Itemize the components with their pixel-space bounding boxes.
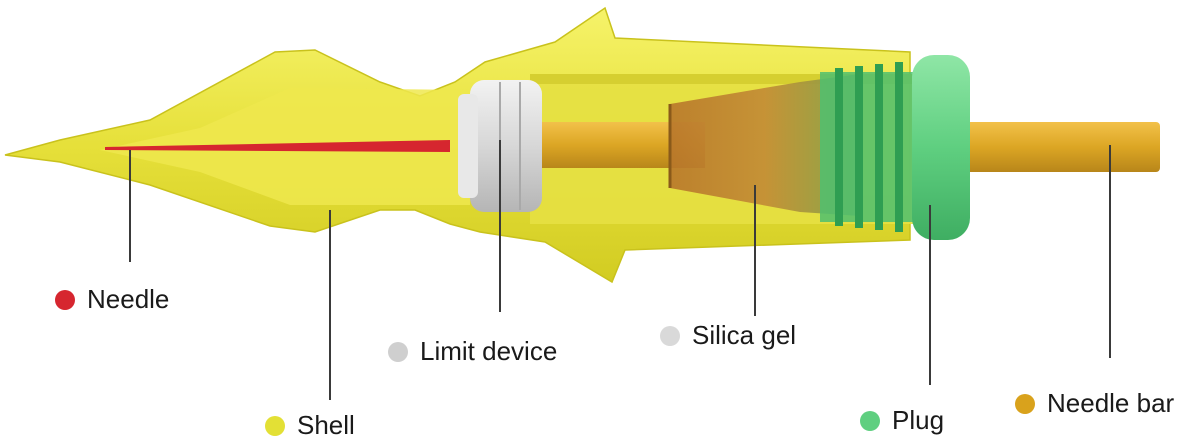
- limit-device: [458, 80, 542, 212]
- needle-label-group: Needle: [55, 284, 169, 315]
- plug-label: Plug: [892, 405, 945, 435]
- needle-bar-label: Needle bar: [1047, 388, 1175, 418]
- limit-device-label-group: Limit device: [388, 336, 557, 367]
- gray-dot-icon: [660, 325, 680, 346]
- orange-dot-icon: [1015, 393, 1035, 414]
- needle-label: Needle: [87, 284, 170, 314]
- gray-dot-icon: [388, 341, 408, 362]
- needle-bar-label-group: Needle bar: [1015, 388, 1174, 419]
- needle-bar-rod: [965, 122, 1160, 172]
- shell-label: Shell: [297, 410, 355, 440]
- silica-gel: [670, 74, 860, 216]
- red-dot-icon: [55, 289, 75, 310]
- plug-label-group: Plug: [860, 405, 944, 436]
- leader-lines: [129, 140, 1111, 400]
- silica-gel-label: Silica gel: [692, 320, 797, 350]
- plug-threads: [820, 62, 915, 232]
- silica-gel-label-group: Silica gel: [660, 320, 796, 351]
- shell-label-group: Shell: [265, 410, 355, 441]
- green-dot-icon: [860, 410, 880, 431]
- plug-cap: [912, 55, 970, 240]
- yellow-dot-icon: [265, 415, 285, 436]
- limit-device-label: Limit device: [420, 336, 558, 366]
- needle-line: [105, 140, 450, 152]
